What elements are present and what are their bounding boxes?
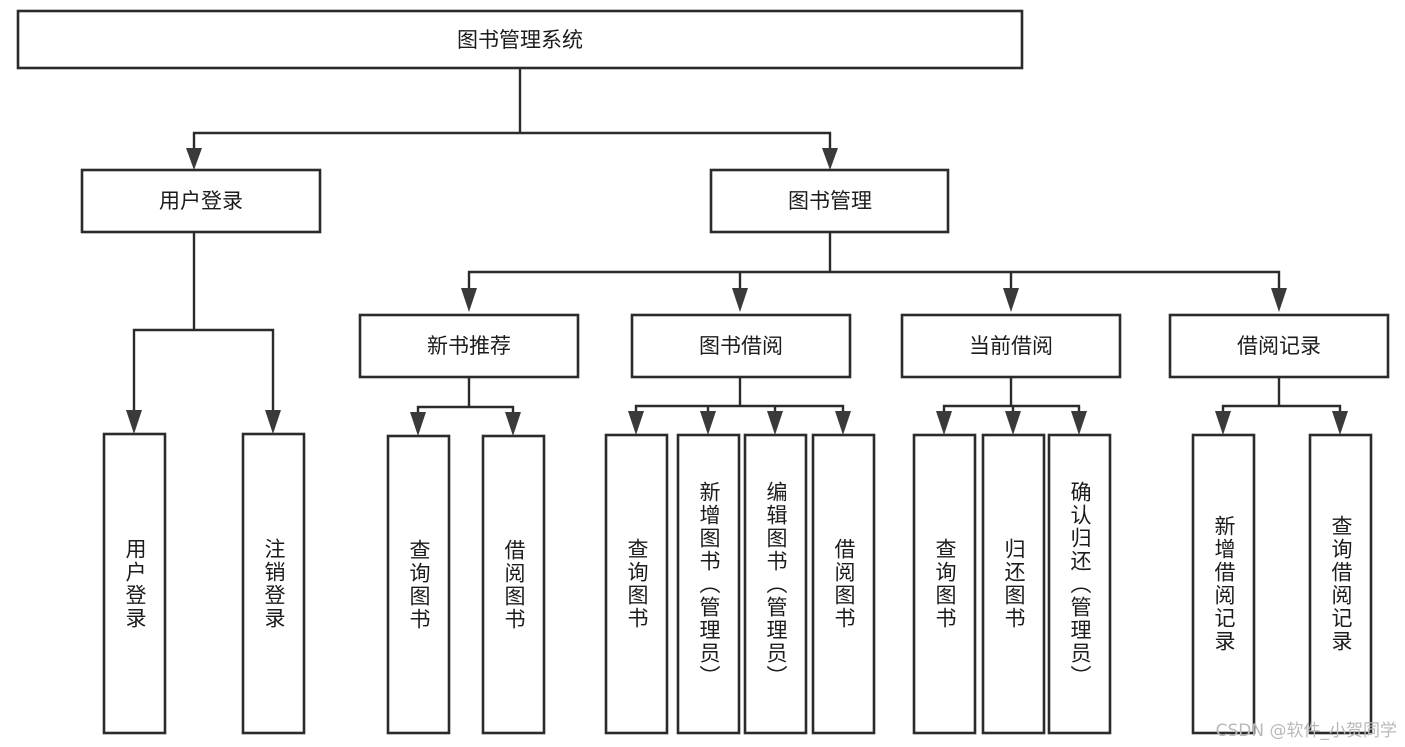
node-leaf-12[interactable] [1191, 433, 1256, 735]
arrow-icon-to-current [1003, 288, 1019, 312]
connectors-group [132, 66, 1342, 420]
nodes-group: 图书管理系统 用户登录 图书管理 新书推荐 图书借阅 当前借阅 借阅记录 [16, 9, 1390, 735]
arrow-icon-to-leaf-5 [628, 411, 644, 435]
node-records[interactable] [1168, 313, 1390, 379]
connector-login-bus [132, 230, 275, 412]
arrow-icon-to-leaf-2 [265, 410, 281, 434]
node-borrow[interactable] [630, 313, 852, 379]
node-current[interactable] [900, 313, 1122, 379]
arrow-icon-to-leaf-4 [505, 412, 521, 436]
arrow-icon-to-records [1271, 288, 1287, 312]
node-leaf-10[interactable] [981, 433, 1046, 735]
node-borrow-label: 图书借阅 [699, 334, 783, 358]
arrow-icon-to-leaf-6 [700, 411, 716, 435]
arrow-icon-to-leaf-12 [1215, 411, 1231, 435]
node-leaf-11[interactable] [1047, 433, 1112, 735]
connector-bookmgr-bus [467, 230, 1281, 295]
node-login[interactable] [80, 168, 322, 234]
node-leaf-7[interactable] [743, 433, 808, 735]
node-leaf-1[interactable] [102, 432, 167, 735]
arrow-icon-to-leaf-10 [1005, 411, 1021, 435]
node-leaf-4[interactable] [481, 434, 546, 735]
arrow-icon-to-leaf-13 [1332, 411, 1348, 435]
arrow-icon-to-leaf-8 [835, 411, 851, 435]
arrow-icon-to-borrow [732, 288, 748, 312]
connector-newbook-bus [416, 375, 515, 420]
node-leaf-2[interactable] [241, 432, 306, 735]
node-current-label: 当前借阅 [969, 334, 1053, 358]
arrow-icon-to-leaf-9 [936, 411, 952, 435]
arrow-icon-to-bookmgr [822, 148, 838, 170]
node-leaf-9[interactable] [912, 433, 977, 735]
node-leaf-6[interactable] [676, 433, 741, 735]
watermark-text: CSDN @软件_小贺同学 [1215, 721, 1397, 741]
connector-borrow-bus [634, 375, 845, 420]
node-bookmgr[interactable] [709, 168, 950, 234]
node-leaf-8[interactable] [811, 433, 876, 735]
arrow-icon-to-leaf-1 [126, 410, 142, 434]
node-leaf-3[interactable] [386, 434, 451, 735]
arrow-icon-to-newbook [461, 288, 477, 312]
arrow-icon-to-login [186, 148, 202, 170]
node-root[interactable] [16, 9, 1024, 70]
node-leaf-13[interactable] [1308, 433, 1373, 735]
node-bookmgr-label: 图书管理 [788, 189, 872, 213]
node-records-label: 借阅记录 [1237, 334, 1321, 358]
connector-root-bus [192, 66, 832, 156]
node-newbook[interactable] [358, 313, 580, 379]
arrowheads-group [126, 148, 1348, 436]
node-root-label: 图书管理系统 [457, 28, 583, 52]
arrow-icon-to-leaf-3 [410, 412, 426, 436]
node-newbook-label: 新书推荐 [427, 334, 511, 358]
connector-records-bus [1221, 375, 1342, 420]
node-leaf-5[interactable] [604, 433, 669, 735]
arrow-icon-to-leaf-11 [1071, 411, 1087, 435]
node-login-label: 用户登录 [159, 189, 243, 213]
arrow-icon-to-leaf-7 [767, 411, 783, 435]
